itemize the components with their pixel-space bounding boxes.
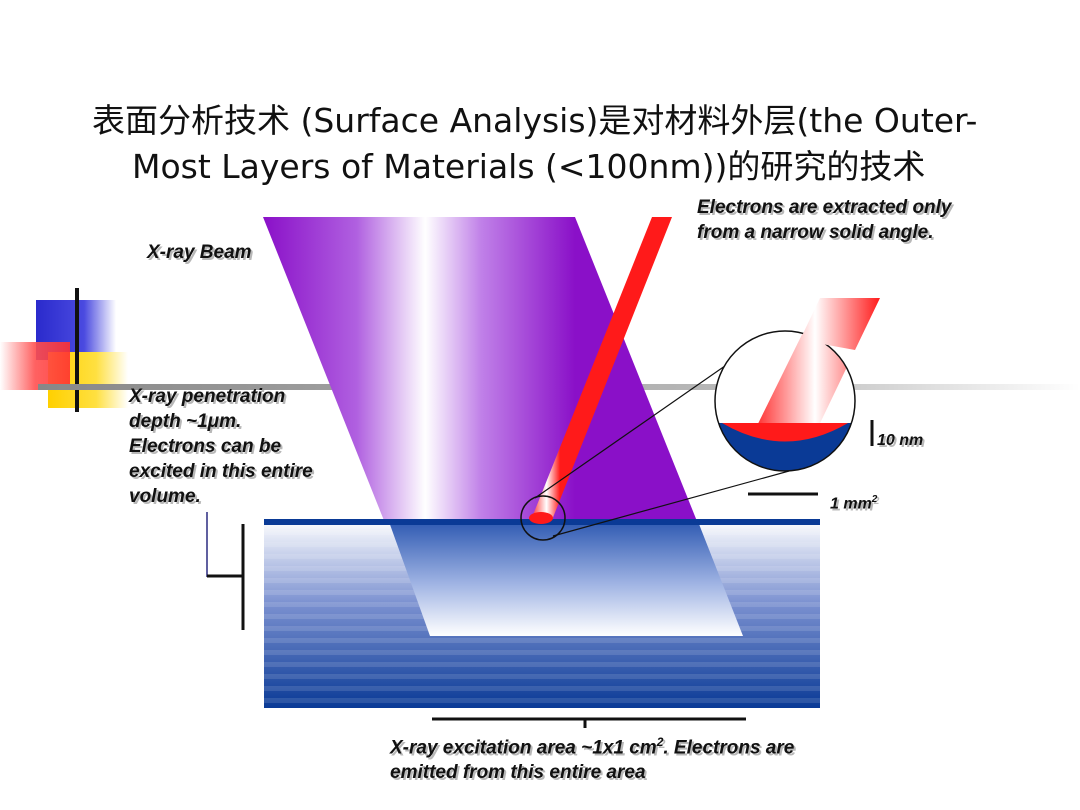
spot-circle <box>520 495 566 541</box>
depth-bracket <box>206 512 245 630</box>
zoom-circle <box>714 298 880 472</box>
sample-stripe <box>264 686 820 691</box>
area-text-1: X-ray excitation area ~1x1 cm <box>390 737 657 759</box>
label-xray-beam: X-ray Beam <box>147 242 252 263</box>
excited-volume <box>388 519 743 636</box>
sample-block <box>264 519 820 708</box>
one-mm-sup: 2 <box>871 494 878 505</box>
sample-stripe <box>264 638 820 643</box>
area-sup: 2 <box>656 735 664 749</box>
area-text-2: . Electrons are emitted from this entire… <box>390 737 795 784</box>
label-10nm: 10 nm <box>877 432 924 449</box>
penetration-mu: μ <box>207 411 220 432</box>
label-1mm2: 1 mm2 <box>830 487 877 516</box>
sample-stripe <box>264 662 820 667</box>
penetration-text-1: X-ray penetration depth ~1 <box>129 386 286 432</box>
sample-stripe <box>264 650 820 655</box>
sample-stripe <box>264 674 820 679</box>
width-bracket <box>432 717 746 728</box>
label-excitation-area: X-ray excitation area ~1x1 cm2. Electron… <box>390 730 830 785</box>
sample-stripe <box>264 698 820 703</box>
electron-beam <box>531 217 672 520</box>
slide-title: 表面分析技术 (Surface Analysis)是对材料外层(the Oute… <box>92 101 978 186</box>
penetration-text-2: m. Electrons can be excited in this enti… <box>129 411 313 507</box>
label-penetration: X-ray penetration depth ~1μm. Electrons … <box>129 384 329 509</box>
one-mm-text: 1 mm <box>830 495 872 513</box>
label-electrons-extracted: Electrons are extracted only from a narr… <box>697 197 952 243</box>
